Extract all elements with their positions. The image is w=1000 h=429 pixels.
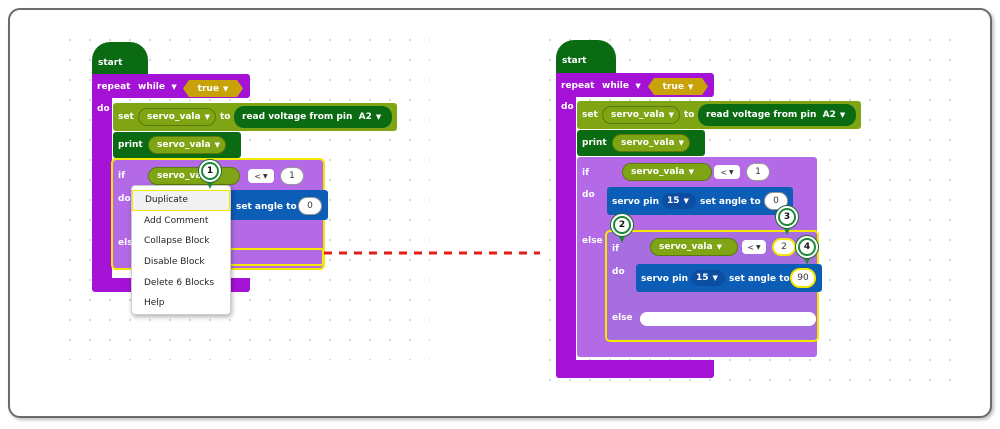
nested-set-angle-label-right: set angle to — [729, 274, 790, 284]
nested-servo-pin-dropdown-right[interactable]: 15▼ — [691, 270, 725, 286]
variable-dropdown[interactable]: servo_vala▼ — [138, 108, 216, 126]
repeat-body-bar — [92, 98, 112, 278]
true-value-block[interactable]: true ▼ — [183, 80, 243, 97]
set-label: set — [118, 112, 134, 122]
if-variable-partial[interactable]: servo_va — [148, 167, 240, 185]
while-dropdown-right[interactable]: while ▼ — [602, 81, 641, 91]
nested-if-label-right: if — [612, 244, 620, 254]
do-label-right: do — [561, 102, 574, 112]
angle-value-90-right[interactable]: 90 — [790, 268, 816, 288]
compare-value-1-right[interactable]: 1 — [746, 163, 770, 181]
nested-servo-pin-label-right: servo pin — [641, 274, 689, 284]
nested-if-variable-dropdown-right[interactable]: servo_vala▼ — [650, 238, 738, 256]
start-label-right: start — [562, 56, 587, 66]
repeat-label: repeat — [97, 82, 131, 92]
angle-value-0-right[interactable]: 0 — [764, 192, 788, 210]
start-hat-block[interactable]: start — [92, 42, 148, 74]
compare-value-1[interactable]: 1 — [280, 167, 304, 185]
do-label: do — [97, 104, 110, 114]
start-hat-block-right[interactable]: start — [556, 40, 616, 73]
do-label-2: do — [118, 194, 131, 204]
servo-pin-label-right: servo pin — [612, 197, 660, 207]
menu-item-delete-blocks[interactable]: Delete 6 Blocks — [144, 277, 215, 288]
set-label-right: set — [582, 110, 598, 120]
repeat-label-right: repeat — [561, 81, 595, 91]
set-angle-label-right: set angle to — [700, 197, 761, 207]
step-marker-4: 4 — [796, 236, 818, 266]
menu-item-collapse-block[interactable]: Collapse Block — [144, 236, 210, 247]
to-label: to — [220, 112, 231, 122]
repeat-bottom-bar-right — [556, 360, 714, 378]
nested-less-than-operator-right[interactable]: <▼ — [742, 240, 766, 254]
true-value-block-right[interactable]: true ▼ — [648, 78, 708, 95]
less-than-operator[interactable]: <▼ — [248, 169, 274, 183]
nested-do-label-right: do — [612, 267, 625, 277]
servo-set-angle-block-right[interactable] — [607, 187, 793, 215]
menu-item-help[interactable]: Help — [144, 298, 165, 309]
read-voltage-block[interactable]: read voltage from pin A2▼ — [234, 106, 392, 128]
print-variable-dropdown-right[interactable]: servo_vala▼ — [612, 134, 690, 152]
if-label: if — [118, 171, 126, 181]
compare-value-2-right[interactable]: 2 — [772, 238, 796, 256]
menu-item-disable-block[interactable]: Disable Block — [144, 257, 205, 268]
menu-item-add-comment[interactable]: Add Comment — [144, 215, 209, 226]
print-label-right: print — [582, 138, 607, 148]
less-than-operator-right[interactable]: <▼ — [714, 165, 740, 179]
print-label: print — [118, 140, 143, 150]
step-marker-1: 1 — [199, 160, 221, 190]
servo-pin-dropdown-right[interactable]: 15▼ — [662, 193, 696, 209]
read-voltage-block-right[interactable]: read voltage from pin A2▼ — [698, 104, 856, 126]
else-label-right: else — [582, 236, 603, 246]
if-label-right: if — [582, 168, 590, 178]
nested-else-slot-right — [640, 312, 816, 326]
to-label-right: to — [684, 110, 695, 120]
else-label: else — [118, 238, 139, 248]
do-label-2-right: do — [582, 190, 595, 200]
nested-else-label-right: else — [612, 313, 633, 323]
angle-value-0[interactable]: 0 — [298, 197, 322, 215]
repeat-body-bar-right — [556, 97, 576, 365]
if-variable-dropdown-right[interactable]: servo_vala▼ — [622, 163, 712, 181]
step-marker-2: 2 — [611, 214, 633, 244]
start-label: start — [98, 58, 123, 68]
menu-item-duplicate[interactable]: Duplicate — [132, 190, 230, 211]
variable-dropdown-right[interactable]: servo_vala▼ — [602, 106, 680, 124]
while-dropdown[interactable]: while ▼ — [138, 82, 177, 92]
step-marker-3: 3 — [776, 206, 798, 236]
set-angle-label: set angle to — [236, 202, 297, 212]
print-variable-dropdown[interactable]: servo_vala▼ — [148, 136, 226, 154]
context-menu: Duplicate Add Comment Collapse Block Dis… — [131, 185, 231, 315]
